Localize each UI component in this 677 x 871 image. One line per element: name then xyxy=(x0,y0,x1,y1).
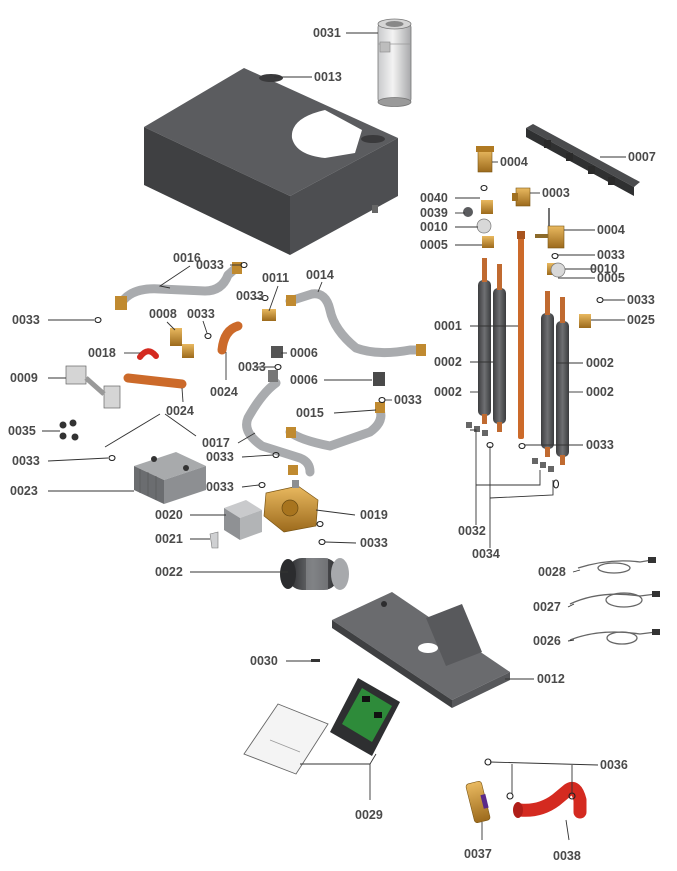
label-0036: 0036 xyxy=(600,758,628,772)
label-0007: 0007 xyxy=(628,150,656,164)
label-0025: 0025 xyxy=(627,313,655,327)
label-0033: 0033 xyxy=(12,454,40,468)
top-cover-icon xyxy=(144,68,398,255)
red-elbow-pipe-icon xyxy=(513,781,587,819)
label-0026: 0026 xyxy=(533,634,561,648)
label-0040: 0040 xyxy=(420,191,448,205)
label-0011: 0011 xyxy=(262,271,289,285)
copper-pipe-icon xyxy=(517,231,525,439)
label-0032: 0032 xyxy=(458,524,486,538)
label-0002: 0002 xyxy=(434,355,462,369)
label-0033: 0033 xyxy=(12,313,40,327)
label-0013: 0013 xyxy=(314,70,342,84)
silver-pipe-icon xyxy=(115,262,426,477)
label-0030: 0030 xyxy=(250,654,278,668)
label-0008: 0008 xyxy=(149,307,177,321)
label-0006: 0006 xyxy=(290,346,318,360)
label-0033: 0033 xyxy=(206,480,234,494)
grey-valve-icon xyxy=(463,207,566,278)
label-0003: 0003 xyxy=(542,186,570,200)
label-0033: 0033 xyxy=(196,258,224,272)
label-0039: 0039 xyxy=(420,206,448,220)
label-0024: 0024 xyxy=(166,404,194,418)
cover-lid-icon xyxy=(243,703,329,775)
label-0022: 0022 xyxy=(155,565,183,579)
label-0033: 0033 xyxy=(238,360,266,374)
brass-valve-icon xyxy=(476,146,591,328)
label-0010: 0010 xyxy=(590,262,618,276)
label-0009: 0009 xyxy=(10,371,38,385)
label-0002: 0002 xyxy=(586,385,614,399)
label-0012: 0012 xyxy=(537,672,565,686)
label-0006: 0006 xyxy=(290,373,318,387)
pump-body-icon xyxy=(263,480,319,533)
valve-block-icon xyxy=(65,365,121,409)
label-0002: 0002 xyxy=(434,385,462,399)
circulation-pump-icon xyxy=(280,558,349,590)
insulated-pipe-icon xyxy=(478,258,569,465)
nut-icon xyxy=(59,419,79,441)
label-0027: 0027 xyxy=(533,600,561,614)
label-0005: 0005 xyxy=(597,271,625,285)
mounting-tray-icon xyxy=(332,592,510,708)
label-0038: 0038 xyxy=(553,849,581,863)
label-0016: 0016 xyxy=(173,251,201,265)
part-labels: 0031 0013 0007 0004 0003 0040 0039 0010 … xyxy=(8,26,656,863)
label-0033: 0033 xyxy=(236,289,264,303)
label-0033: 0033 xyxy=(206,450,234,464)
label-0033: 0033 xyxy=(627,293,655,307)
label-0001: 0001 xyxy=(434,319,462,333)
label-0029: 0029 xyxy=(355,808,383,822)
control-pcb-icon xyxy=(330,678,400,756)
label-0028: 0028 xyxy=(538,565,566,579)
label-0037: 0037 xyxy=(464,847,492,861)
sensor-icon xyxy=(311,659,320,662)
label-0033: 0033 xyxy=(394,393,422,407)
brass-sleeve-icon xyxy=(465,780,491,824)
copper-elbow-icon xyxy=(123,321,243,389)
label-0033: 0033 xyxy=(187,307,215,321)
label-0014: 0014 xyxy=(306,268,334,282)
label-0023: 0023 xyxy=(10,484,38,498)
clip-icon xyxy=(466,422,554,472)
brass-fitting-icon xyxy=(170,309,385,386)
label-0035: 0035 xyxy=(8,424,36,438)
label-0004: 0004 xyxy=(597,223,625,237)
plate-heat-exchanger-icon xyxy=(134,452,206,504)
label-0033: 0033 xyxy=(360,536,388,550)
leader-lines xyxy=(42,32,626,841)
pump-motor-icon xyxy=(224,500,262,540)
label-0015: 0015 xyxy=(296,406,324,420)
label-0005: 0005 xyxy=(420,238,448,252)
label-0017: 0017 xyxy=(202,436,230,450)
label-0021: 0021 xyxy=(155,532,183,546)
label-0033: 0033 xyxy=(586,438,614,452)
label-0024: 0024 xyxy=(210,385,238,399)
key-icon xyxy=(209,531,219,549)
wiring-harness-icon xyxy=(569,557,660,645)
flue-adapter-icon xyxy=(377,18,412,107)
label-0031: 0031 xyxy=(313,26,341,40)
manifold-rail-icon xyxy=(526,124,640,196)
label-0004: 0004 xyxy=(500,155,528,169)
label-0018: 0018 xyxy=(88,346,116,360)
label-0010: 0010 xyxy=(420,220,448,234)
label-0002: 0002 xyxy=(586,356,614,370)
label-0019: 0019 xyxy=(360,508,388,522)
label-0034: 0034 xyxy=(472,547,500,561)
label-0033: 0033 xyxy=(597,248,625,262)
label-0020: 0020 xyxy=(155,508,183,522)
